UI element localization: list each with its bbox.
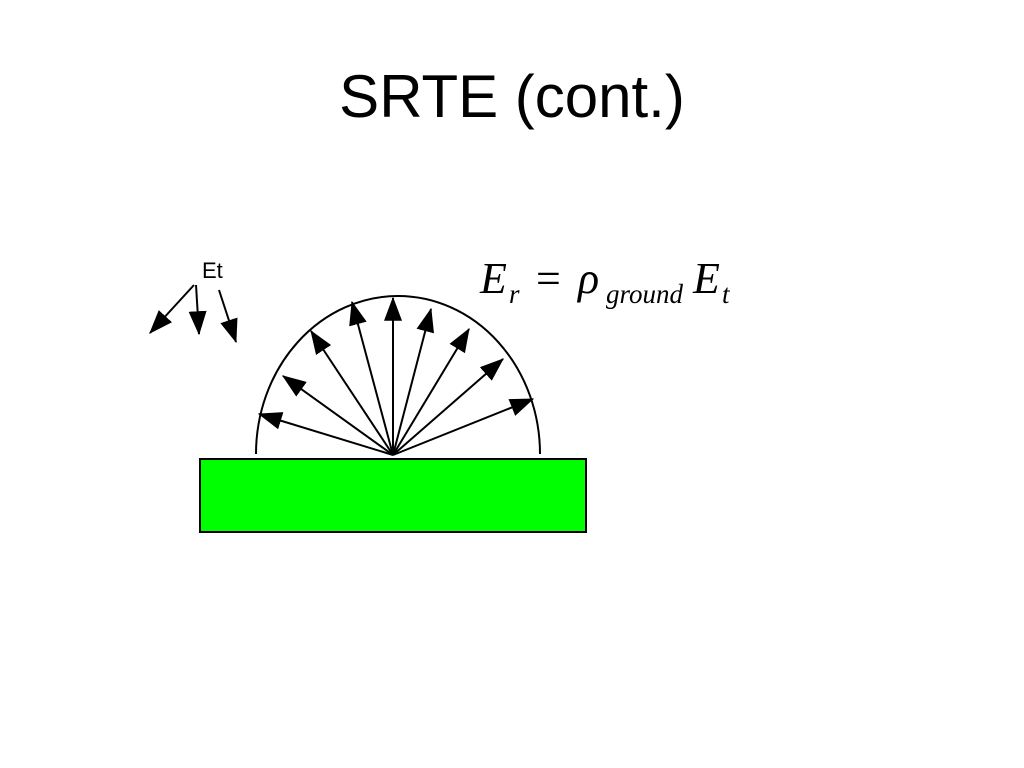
equation-operator: = xyxy=(536,254,561,303)
incident-irradiance-label: Et xyxy=(202,258,223,283)
incident-ray-arrow xyxy=(188,284,207,336)
reflection-equation: E r = ρ ground E t xyxy=(479,254,731,309)
reflected-ray-arrow xyxy=(349,300,394,456)
ground-surface xyxy=(199,458,587,533)
equation-rhs-symbol: E xyxy=(692,254,720,303)
incident-ray-arrow xyxy=(149,284,195,334)
reflected-ray-arrow xyxy=(392,307,434,456)
reflection-hemisphere xyxy=(255,295,541,455)
incident-rays xyxy=(149,284,238,344)
equation-rho-symbol: ρ xyxy=(576,254,599,303)
reflected-ray-arrow xyxy=(310,329,394,456)
reflected-ray-arrow xyxy=(392,327,470,456)
slide-title: SRTE (cont.) xyxy=(339,63,685,130)
equation-lhs-subscript: r xyxy=(509,279,520,309)
reflected-ray-arrow xyxy=(392,398,535,456)
reflected-ray-arrow xyxy=(392,358,504,456)
reflected-rays xyxy=(257,296,535,456)
reflected-ray-arrow xyxy=(282,375,394,456)
equation-rhs-subscript: t xyxy=(722,279,731,309)
equation-rho-subscript: ground xyxy=(606,279,684,309)
incident-ray-arrow xyxy=(218,289,238,344)
equation-lhs-symbol: E xyxy=(479,254,507,303)
reflected-ray-arrow xyxy=(257,412,394,456)
